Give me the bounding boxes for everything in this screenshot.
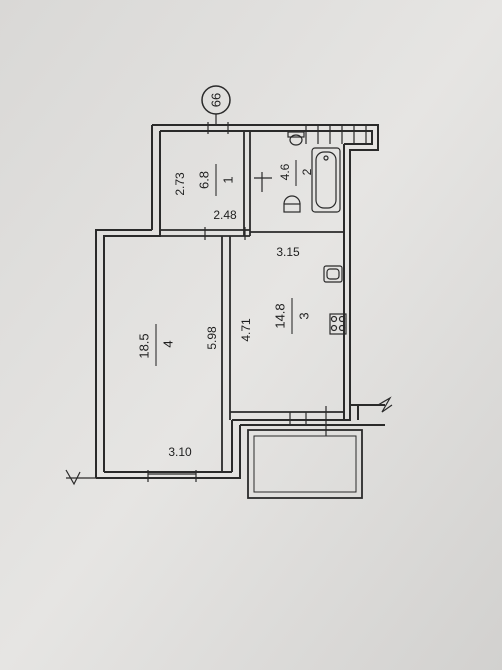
room-4-number: 4 xyxy=(161,340,176,347)
room-1-number: 1 xyxy=(221,176,236,183)
room-1: 1 6.8 2.73 2.48 xyxy=(173,164,237,222)
axis-marker: 66 xyxy=(201,85,231,125)
room-4-length: 5.98 xyxy=(205,326,219,350)
room-3-number: 3 xyxy=(297,312,312,319)
room-3: 3.15 3 14.8 4.71 xyxy=(239,245,312,342)
toilet-icon xyxy=(287,131,305,146)
axis-marker-label: 66 xyxy=(209,93,224,107)
room-2: 2 4.6 xyxy=(278,160,314,186)
room-2-area: 4.6 xyxy=(278,163,292,180)
room-3-width: 3.15 xyxy=(276,245,300,259)
room-1-area: 6.8 xyxy=(197,171,212,189)
room-2-number: 2 xyxy=(300,168,314,175)
exterior-walls xyxy=(95,124,385,479)
washbasin-icon xyxy=(283,195,301,213)
balcony xyxy=(247,429,363,499)
room-3-area: 14.8 xyxy=(273,303,288,328)
bathtub-icon xyxy=(311,147,341,213)
room-1-length: 2.48 xyxy=(213,208,237,222)
openings xyxy=(147,122,332,482)
break-lines xyxy=(65,396,393,486)
interior-walls xyxy=(160,131,344,472)
room-4-area: 18.5 xyxy=(137,333,152,358)
kitchen-sink-icon xyxy=(323,265,343,283)
room-4-width: 3.10 xyxy=(168,445,192,459)
stove-icon xyxy=(329,313,347,335)
room-1-width: 2.73 xyxy=(173,172,187,196)
room-4: 4 18.5 5.98 3.10 xyxy=(137,324,219,459)
room-3-length: 4.71 xyxy=(239,318,253,342)
wall-segments xyxy=(305,125,367,144)
